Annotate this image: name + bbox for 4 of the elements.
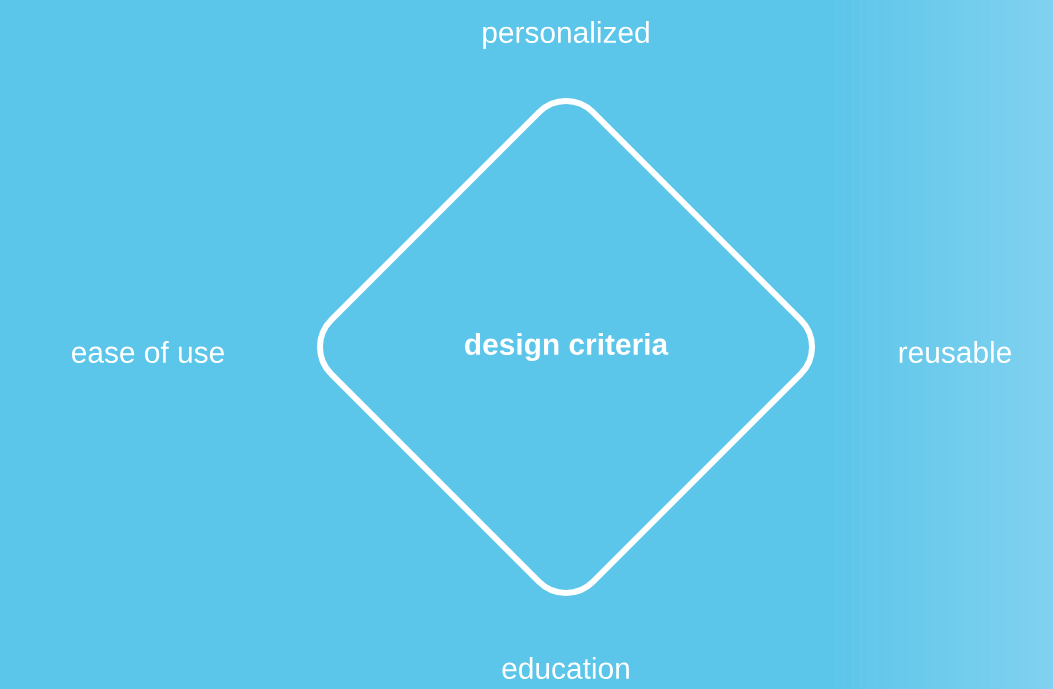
- corner-label: ease of use: [72, 341, 224, 363]
- corner-label: reusable: [899, 341, 1011, 363]
- corner-label: personalized: [483, 21, 649, 49]
- corner-label: education: [502, 657, 629, 679]
